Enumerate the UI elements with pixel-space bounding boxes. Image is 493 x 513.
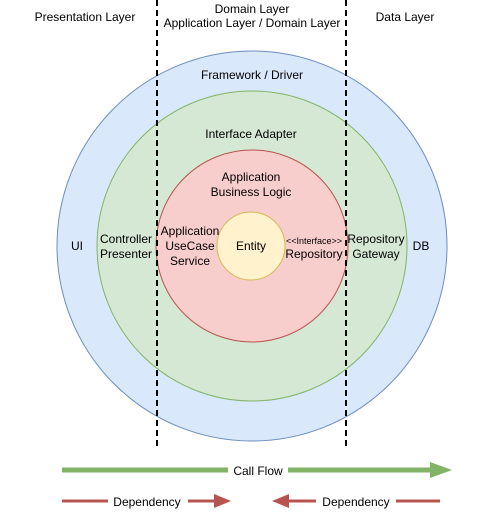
dependency-right-label: Dependency bbox=[322, 495, 389, 509]
db-label: DB bbox=[413, 239, 430, 253]
application-domain-layer-label: Application Layer / Domain Layer bbox=[164, 16, 341, 30]
application-business-logic-label-line2: Business Logic bbox=[211, 185, 292, 199]
dependency-left-arrowhead bbox=[214, 494, 231, 508]
interface-adapter-label: Interface Adapter bbox=[205, 127, 296, 141]
ui-label: UI bbox=[71, 239, 83, 253]
presenter-label: Presenter bbox=[100, 247, 152, 261]
data-layer-label: Data Layer bbox=[376, 10, 435, 24]
call-flow-label-bg bbox=[228, 462, 288, 478]
presentation-layer-label: Presentation Layer bbox=[35, 10, 136, 24]
entity-label: Entity bbox=[236, 239, 266, 253]
repository-gateway-label-line2: Gateway bbox=[352, 247, 399, 261]
application-business-logic-label-line1: Application bbox=[222, 170, 281, 184]
interface-stereotype-label: <<Interface>> bbox=[286, 236, 342, 246]
usecase-label: UseCase bbox=[165, 239, 215, 253]
call-flow-label: Call Flow bbox=[233, 464, 283, 478]
dependency-left-label-bg bbox=[108, 493, 188, 509]
call-flow-arrowhead bbox=[430, 462, 452, 478]
controller-label: Controller bbox=[100, 232, 152, 246]
repository-interface-label: Repository bbox=[285, 247, 342, 261]
domain-layer-label: Domain Layer bbox=[215, 2, 290, 16]
service-label: Service bbox=[170, 254, 210, 268]
repository-gateway-label-line1: Repository bbox=[347, 232, 404, 246]
entity-core bbox=[216, 211, 286, 281]
dependency-right-label-bg bbox=[316, 493, 396, 509]
dependency-right-arrowhead bbox=[272, 494, 289, 508]
framework-driver-label: Framework / Driver bbox=[201, 68, 303, 82]
dependency-left-label: Dependency bbox=[113, 495, 180, 509]
application-label: Application bbox=[161, 224, 220, 238]
